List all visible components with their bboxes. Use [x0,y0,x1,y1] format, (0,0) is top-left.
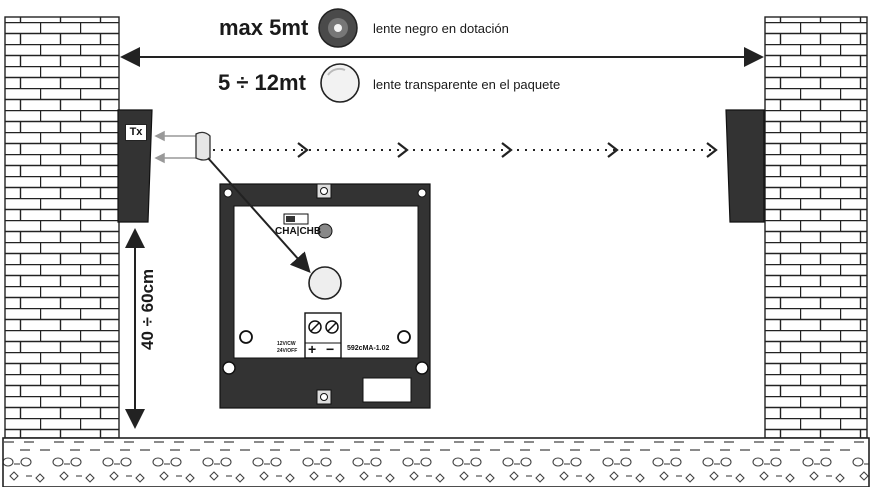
short-range-distance: max 5mt [219,15,309,40]
left-brick-wall [4,16,120,439]
lens-holder-icon [195,131,211,161]
right-brick-wall [764,16,868,439]
short-range-lens-note: lente negro en dotación [373,21,509,36]
gravel-ground [2,437,870,488]
long-range-lens-note: lente transparente en el paquete [373,77,561,92]
board-model-code: 592cMA-1.02 [347,345,390,352]
emitter-arrows [154,130,196,164]
mounting-height-label: 40 ÷ 60cm [138,268,157,350]
channel-jumper-label: CHA|CHB [275,226,322,237]
transparent-lens-icon [320,63,360,103]
lens-pointer-arrow [207,157,311,273]
transmitter-label: Tx [125,124,147,141]
long-range-distance: 5 ÷ 12mt [218,70,306,95]
receiver-device [725,109,765,223]
voltage-label-2: 24V/OFF [277,348,298,354]
terminal-plus-label: + [308,341,317,357]
terminal-minus-label: − [326,341,335,357]
voltage-label-1: 12V/CW [277,341,296,347]
circuit-board [219,183,431,409]
black-lens-icon [318,8,358,48]
beam-arrowheads [297,142,718,158]
